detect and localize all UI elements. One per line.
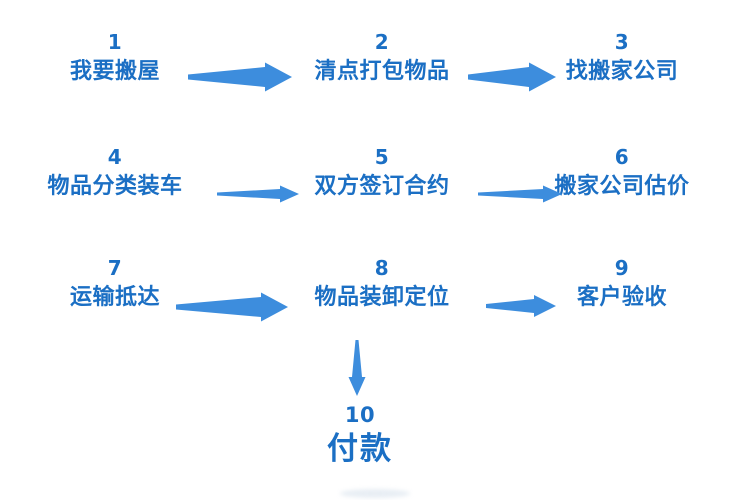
arrow-2-to-3 <box>468 61 556 94</box>
step-label-3: 找搬家公司 <box>565 59 679 84</box>
arrow-8-to-10 <box>347 340 368 396</box>
step-number-5: 5 <box>374 145 390 169</box>
step-number-1: 1 <box>107 30 123 54</box>
step-number-2: 2 <box>374 30 390 54</box>
step-node-2[interactable]: 2 清点打包物品 <box>314 32 449 83</box>
step-label-10: 付款 <box>327 431 393 467</box>
step-number-4: 4 <box>107 145 123 169</box>
arrow-5-to-6 <box>478 184 562 205</box>
arrow-8-to-9 <box>486 293 556 319</box>
step-label-5: 双方签订合约 <box>314 174 450 199</box>
step-node-7[interactable]: 7 运输抵达 <box>70 258 160 309</box>
step-number-10: 10 <box>344 403 376 427</box>
step-label-8: 物品装卸定位 <box>314 285 450 310</box>
step-node-6[interactable]: 6 搬家公司估价 <box>554 147 689 198</box>
step-node-10[interactable]: 10 付款 <box>327 405 393 466</box>
step-node-5[interactable]: 5 双方签订合约 <box>314 147 449 198</box>
step-label-6: 搬家公司估价 <box>554 174 690 199</box>
step-node-1[interactable]: 1 我要搬屋 <box>70 32 160 83</box>
step-label-1: 我要搬屋 <box>69 59 161 84</box>
step-label-9: 客户验收 <box>576 285 668 310</box>
arrow-1-to-2 <box>188 61 292 94</box>
step-label-7: 运输抵达 <box>69 285 161 310</box>
watermark-smudge <box>340 489 410 498</box>
arrow-4-to-5 <box>217 184 299 205</box>
step-label-2: 清点打包物品 <box>314 59 450 84</box>
step-node-3[interactable]: 3 找搬家公司 <box>566 32 679 83</box>
step-number-6: 6 <box>614 145 630 169</box>
arrow-7-to-8 <box>176 291 288 324</box>
step-number-7: 7 <box>107 256 123 280</box>
step-number-3: 3 <box>614 30 630 54</box>
step-number-9: 9 <box>614 256 630 280</box>
step-node-9[interactable]: 9 客户验收 <box>577 258 667 309</box>
step-label-4: 物品分类装车 <box>47 174 183 199</box>
step-number-8: 8 <box>374 256 390 280</box>
step-node-4[interactable]: 4 物品分类装车 <box>47 147 182 198</box>
step-node-8[interactable]: 8 物品装卸定位 <box>314 258 449 309</box>
